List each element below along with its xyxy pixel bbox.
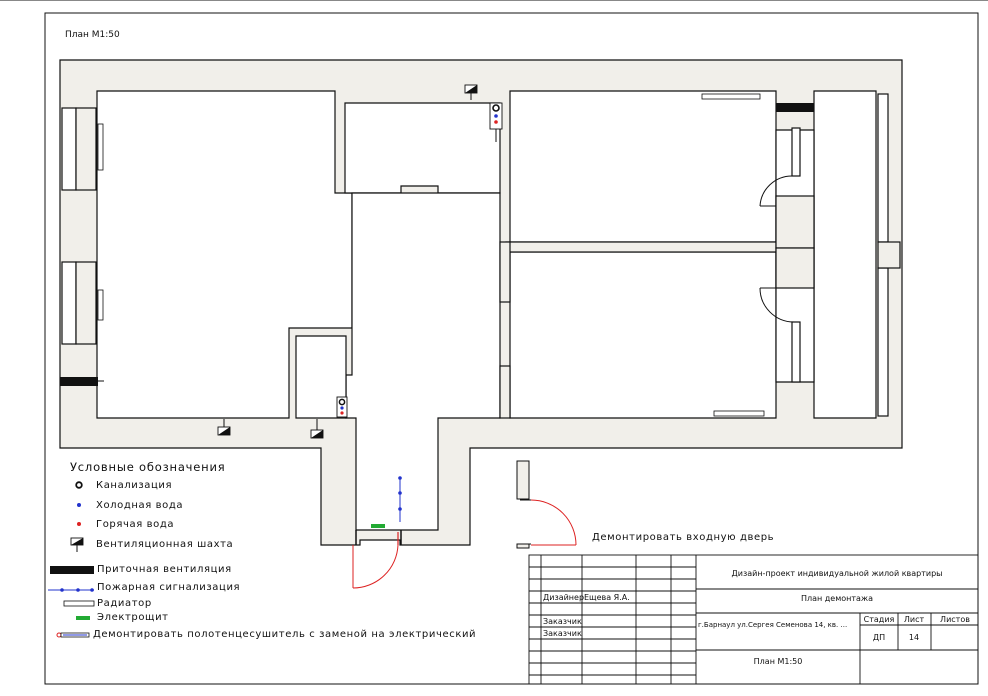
room-bath — [344, 102, 501, 194]
vent-shaft-2 — [217, 419, 231, 436]
sheet-label: Лист — [904, 615, 925, 624]
legend-label-vent-shaft: Вентиляционная шахта — [96, 539, 233, 550]
sheet-frame — [44, 12, 979, 685]
stage-value: ДП — [873, 633, 885, 642]
floor-plan — [59, 59, 903, 546]
riser-wc — [336, 396, 348, 418]
electric-panel — [371, 524, 385, 528]
legend-label-cold: Холодная вода — [96, 500, 183, 511]
stage-label: Стадия — [864, 615, 895, 624]
radiator-right-1 — [701, 93, 761, 100]
customer-label-2: Заказчик — [543, 629, 582, 638]
supply-vent-right — [776, 103, 814, 112]
cold-water-icon — [77, 503, 81, 507]
room-wc — [295, 335, 347, 419]
radiator-left-2 — [97, 289, 104, 321]
supply-vent-icon — [50, 566, 94, 574]
radiator-right-2 — [713, 410, 765, 417]
fire-alarm-line — [398, 476, 402, 522]
project-title: Дизайн-проект индивидуальной жилой кварт… — [732, 569, 943, 578]
vent-shaft-icon — [70, 537, 84, 552]
legend-label-sewer: Канализация — [96, 480, 172, 491]
title-block-text: Дизайн-проект индивидуальной жилой кварт… — [543, 569, 970, 666]
sheet-name: План демонтажа — [801, 594, 873, 603]
radiator-icon — [63, 600, 95, 607]
riser-top — [489, 102, 503, 142]
vent-shaft-3 — [310, 419, 324, 439]
fire-alarm-icon — [48, 588, 94, 592]
electric-panel-icon — [76, 616, 90, 620]
legend-label-fire-alarm: Пожарная сигнализация — [97, 582, 240, 593]
supply-vent-left — [60, 377, 98, 386]
demolish-door-note: Демонтировать входную дверь — [592, 532, 774, 543]
address: г.Барнаул ул.Сергея Семенова 14, кв. ... — [698, 621, 847, 629]
hot-water-icon — [77, 522, 81, 526]
radiator-left-1 — [97, 123, 104, 171]
legend-label-radiator: Радиатор — [97, 598, 152, 609]
sheet-title: План М1:50 — [65, 30, 120, 40]
door-arc-upper — [759, 175, 793, 207]
customer-label-1: Заказчик — [543, 617, 582, 626]
legend-title: Условные обозначения — [70, 460, 225, 474]
sheets-label: Листов — [940, 615, 970, 624]
vent-shaft-1 — [464, 84, 478, 100]
entrance-door — [352, 530, 402, 589]
room-right-upper — [509, 90, 777, 243]
legend-label-towel: Демонтировать полотенцесушитель с замено… — [93, 629, 476, 640]
towel-dryer-icon — [56, 632, 90, 638]
room-right-lower — [509, 251, 777, 419]
sheet-value: 14 — [909, 633, 919, 642]
legend: Условные обозначения Канализация Холодна… — [48, 460, 476, 640]
sewer-icon — [75, 481, 83, 489]
designer-name: Ещева Я.А. — [584, 593, 630, 602]
scale-label: План М1:50 — [754, 657, 803, 666]
demolish-door-detail — [516, 460, 577, 549]
door-arc-lower — [759, 287, 795, 323]
legend-label-supply-vent: Приточная вентиляция — [97, 564, 232, 575]
designer-label: Дизайнер — [543, 593, 584, 602]
room-right-strip — [813, 90, 877, 419]
room-hall — [345, 192, 501, 531]
title-block — [528, 554, 979, 685]
legend-label-panel: Электрощит — [97, 612, 169, 623]
legend-label-hot: Горячая вода — [96, 519, 174, 530]
